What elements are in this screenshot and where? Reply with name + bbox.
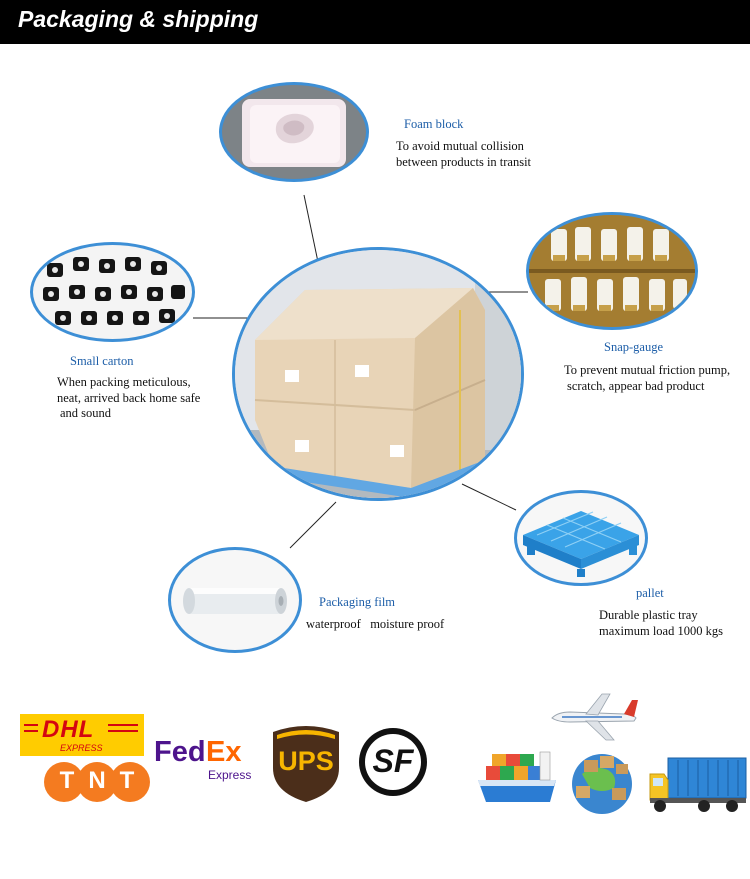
packaging-film-image: [168, 547, 302, 653]
sf-logo: SF: [359, 728, 427, 796]
fedex-logo-ex: Ex: [206, 736, 242, 768]
tnt-logo-wordmark: TNT: [59, 767, 149, 794]
foam-block-text-1: To avoid mutual collision: [396, 139, 524, 153]
pallet-text-2: maximum load 1000 kgs: [599, 624, 723, 638]
small-carton-text-3: and sound: [60, 406, 112, 420]
fedex-logo-fed: Fed: [154, 736, 206, 768]
foam-block-title: Foam block: [404, 117, 464, 131]
page-title: Packaging & shipping: [18, 6, 259, 32]
plastic-pallet-image: [514, 490, 648, 586]
small-carton-title: Small carton: [70, 354, 134, 368]
small-carton-text-2: neat, arrived back home safe: [57, 391, 201, 405]
ups-logo: UPS: [271, 722, 341, 804]
header-bar: Packaging & shipping: [0, 0, 750, 44]
ups-logo-wordmark: UPS: [278, 746, 334, 776]
snap-gauge-title: Snap-gauge: [604, 340, 664, 354]
snap-gauge-text-1: To prevent mutual friction pump,: [564, 363, 731, 377]
foam-block-image: [219, 82, 369, 182]
wrapped-pallet-image: [232, 247, 524, 501]
snap-gauge-text-2: scratch, appear bad product: [567, 379, 705, 393]
pallet-text-1: Durable plastic tray: [599, 608, 698, 622]
globe-icon: [572, 754, 632, 814]
dhl-logo: DHL EXPRESS: [20, 714, 144, 756]
fedex-logo-express: Express: [208, 768, 252, 782]
transport-illustration: [474, 690, 750, 816]
dhl-logo-wordmark: DHL: [42, 716, 95, 743]
dhl-logo-express: EXPRESS: [60, 743, 103, 753]
packaging-film-text: waterproof moisture proof: [306, 617, 445, 631]
snap-gauge-image: [526, 212, 698, 330]
small-carton-image: [30, 242, 195, 342]
foam-block-text-2: between products in transit: [396, 155, 532, 169]
airplane-icon: [551, 693, 638, 741]
small-carton-text-1: When packing meticulous,: [57, 375, 191, 389]
fedex-logo: Fed Ex Express: [154, 736, 260, 786]
sf-logo-wordmark: SF: [372, 743, 414, 779]
tnt-logo: TNT: [44, 762, 150, 802]
cargo-ship-icon: [478, 751, 556, 802]
truck-icon: [649, 757, 747, 812]
packaging-film-title: Packaging film: [319, 595, 396, 609]
pallet-title: pallet: [636, 586, 664, 600]
